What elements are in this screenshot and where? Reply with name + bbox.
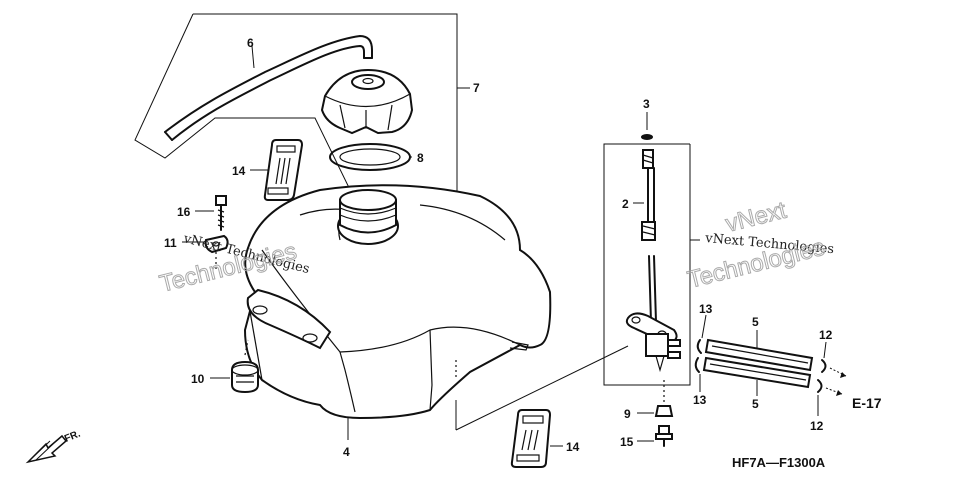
rubber-strap-lower: [510, 409, 552, 468]
front-arrow-icon: [25, 434, 68, 464]
group-bracket-7: [134, 13, 458, 201]
label-part-8: 8: [417, 151, 424, 165]
label-part-5-lower: 5: [752, 397, 759, 411]
screw-15: [655, 425, 673, 447]
front-label: FR.: [63, 428, 82, 444]
clip-12-lower: [817, 379, 823, 393]
label-part-2: 2: [622, 197, 629, 211]
label-part-6: 6: [247, 36, 254, 50]
label-part-9: 9: [624, 407, 631, 421]
breather-tube: [164, 35, 373, 141]
clip-12-upper: [821, 359, 827, 373]
collar-11: [204, 234, 229, 254]
fuel-valve: [625, 255, 681, 373]
watermark-right-big-top: vNext: [723, 197, 789, 238]
label-part-10: 10: [191, 372, 205, 386]
label-part-3: 3: [643, 97, 650, 111]
leader-12a: [823, 341, 827, 359]
clip-13-lower: [694, 357, 700, 373]
label-part-4: 4: [343, 445, 350, 459]
flow-arrows: [825, 367, 847, 396]
label-part-14-lower: 14: [566, 440, 580, 454]
label-part-14-upper: 14: [232, 164, 246, 178]
rubber-strap-upper: [263, 139, 304, 201]
clip-13-upper: [696, 339, 702, 354]
reference-label: E-17: [852, 395, 882, 411]
label-part-12-upper: 12: [819, 328, 833, 342]
label-part-13-lower: 13: [693, 393, 707, 407]
label-part-13-upper: 13: [699, 302, 713, 316]
valve-group-box: [603, 143, 691, 386]
fuel-tank: [243, 184, 552, 420]
cushion-10: [231, 360, 259, 394]
o-ring-3: [641, 134, 653, 140]
cap-gasket: [329, 143, 411, 171]
fuel-tube-upper: [704, 338, 814, 372]
bolt-16: [215, 195, 227, 231]
diagram-code: HF7A—F1300A: [732, 455, 826, 470]
label-part-16: 16: [177, 205, 191, 219]
label-part-15: 15: [620, 435, 634, 449]
strainer-pipe-2: [641, 149, 656, 241]
label-part-12-lower: 12: [810, 419, 824, 433]
leader-13a: [701, 314, 707, 339]
label-part-5-upper: 5: [752, 315, 759, 329]
leader-tank-valve: [455, 345, 629, 431]
packing-9: [654, 405, 674, 417]
leader-6: [251, 45, 255, 69]
fuel-cap: [320, 68, 414, 135]
fuel-tube-lower: [702, 356, 812, 389]
label-part-11: 11: [164, 236, 177, 250]
label-part-7: 7: [473, 81, 480, 95]
